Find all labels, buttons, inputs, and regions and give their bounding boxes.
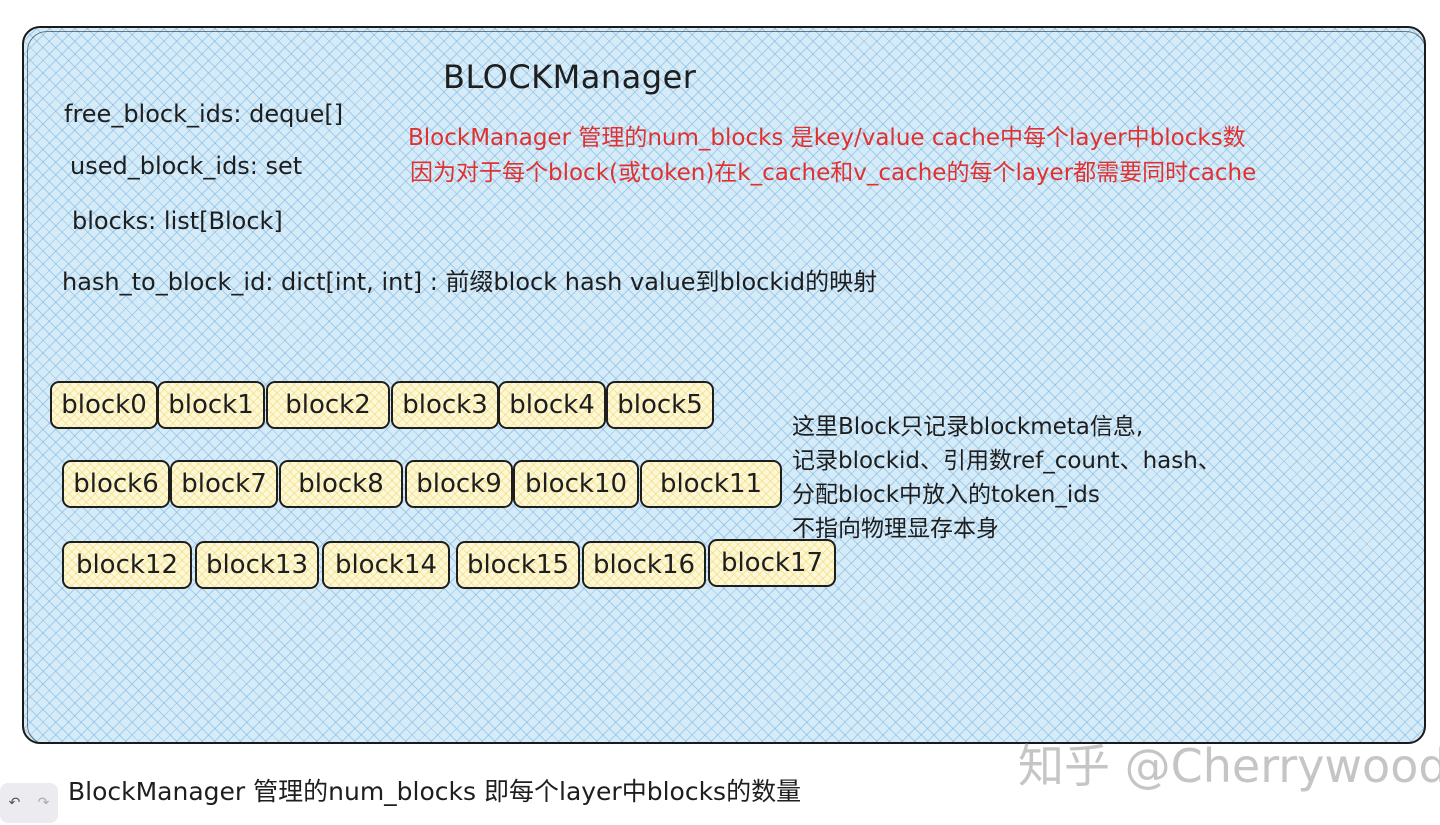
field-free-block-ids: free_block_ids: deque[]	[64, 100, 344, 128]
block-item[interactable]: block6	[62, 460, 170, 508]
field-blocks: blocks: list[Block]	[72, 207, 283, 235]
block-item[interactable]: block10	[513, 460, 639, 508]
block-item[interactable]: block2	[266, 381, 390, 429]
block-note-line-1: 这里Block只记录blockmeta信息,	[792, 414, 1144, 440]
undo-icon[interactable]: ↶	[8, 795, 21, 811]
undo-redo-toolbar: ↶ ↷	[0, 783, 58, 823]
block-item[interactable]: block12	[62, 541, 192, 589]
block-item[interactable]: block16	[582, 541, 706, 589]
block-item[interactable]: block8	[279, 460, 403, 508]
block-item[interactable]: block9	[405, 460, 513, 508]
block-item[interactable]: block15	[456, 541, 580, 589]
block-note-line-4: 不指向物理显存本身	[792, 516, 999, 542]
bottom-caption: BlockManager 管理的num_blocks 即每个layer中bloc…	[68, 777, 802, 806]
block-item[interactable]: block4	[498, 381, 606, 429]
block-note-line-3: 分配block中放入的token_ids	[792, 482, 1100, 508]
block-item[interactable]: block0	[50, 381, 158, 429]
field-hash-to-block-id: hash_to_block_id: dict[int, int] : 前缀blo…	[62, 268, 878, 296]
block-item[interactable]: block7	[170, 460, 278, 508]
block-item[interactable]: block14	[322, 541, 450, 589]
block-manager-box[interactable]	[22, 26, 1426, 744]
redo-icon[interactable]: ↷	[37, 795, 50, 811]
block-note-line-2: 记录blockid、引用数ref_count、hash、	[792, 448, 1221, 474]
field-used-block-ids: used_block_ids: set	[70, 152, 303, 180]
red-note-line-1: BlockManager 管理的num_blocks 是key/value ca…	[408, 125, 1246, 151]
block-item[interactable]: block13	[195, 541, 319, 589]
block-item[interactable]: block1	[157, 381, 265, 429]
block-item[interactable]: block5	[606, 381, 714, 429]
watermark-text: 知乎 @Cherrywood	[1018, 739, 1440, 793]
block-item[interactable]: block3	[391, 381, 499, 429]
red-note-line-2: 因为对于每个block(或token)在k_cache和v_cache的每个la…	[410, 160, 1257, 186]
block-item[interactable]: block11	[640, 460, 782, 508]
block-item[interactable]: block17	[708, 539, 836, 587]
diagram-title: BLOCKManager	[443, 58, 697, 96]
